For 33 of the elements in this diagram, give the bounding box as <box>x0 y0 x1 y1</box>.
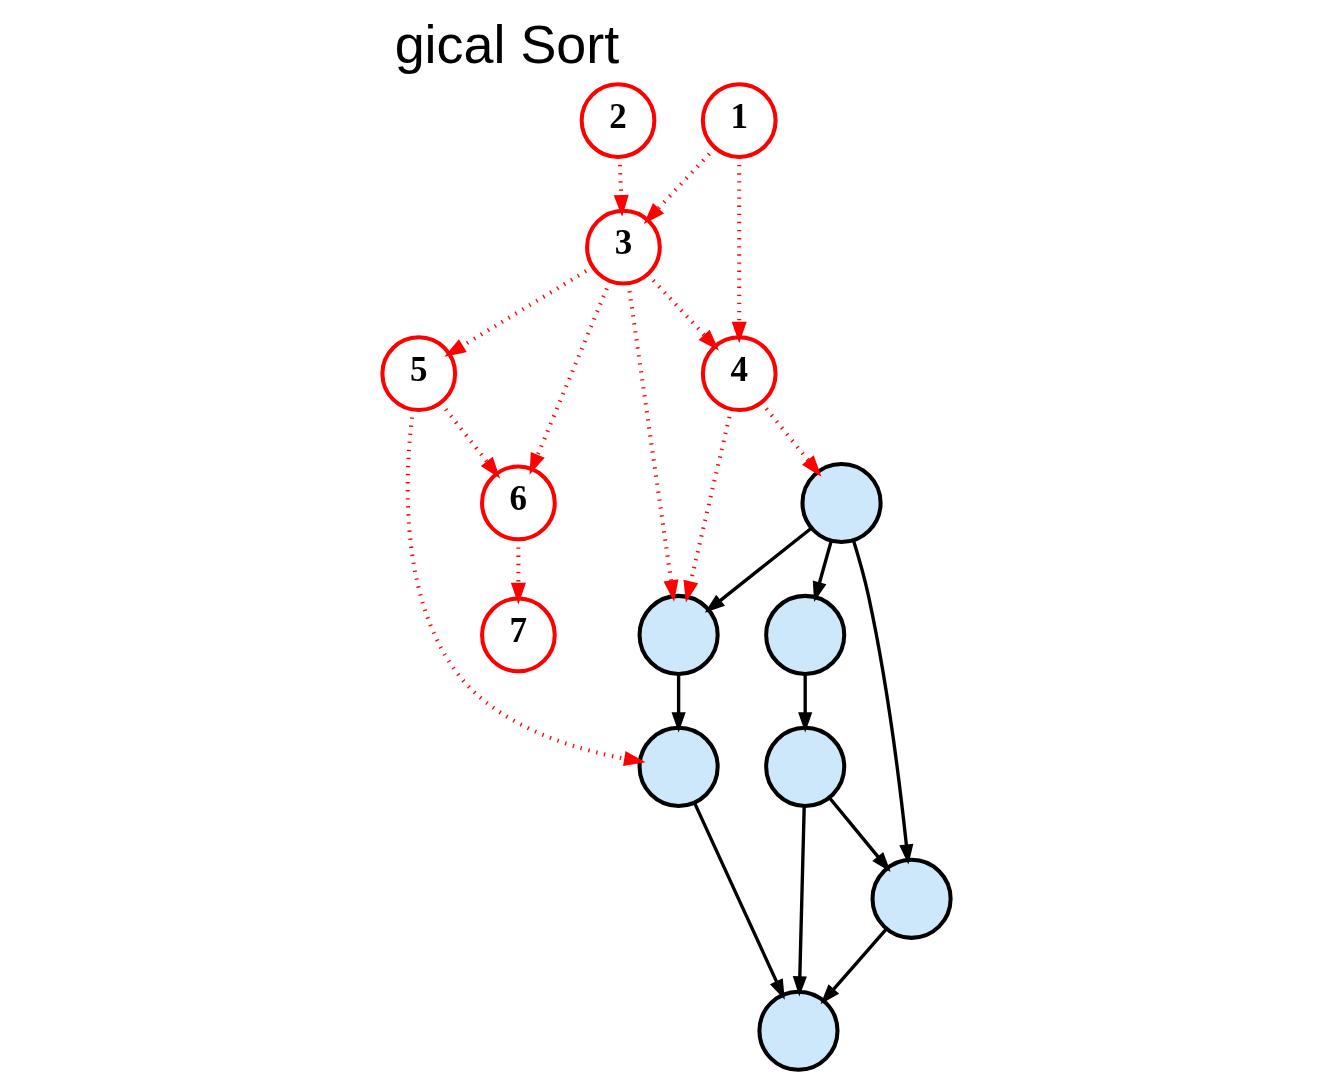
node-circle <box>763 593 846 676</box>
arrow <box>643 146 716 224</box>
arrow <box>671 674 686 733</box>
arrow <box>828 797 891 873</box>
arrow <box>759 401 821 477</box>
node-circle <box>870 857 953 940</box>
node-circle <box>637 593 720 676</box>
arrow <box>646 273 719 351</box>
arrow <box>682 408 733 603</box>
node-circle: 1 <box>700 82 778 159</box>
arrow <box>613 156 629 217</box>
node-circle: 5 <box>379 335 457 413</box>
node-circle <box>800 461 883 544</box>
diagram-title: gical Sort <box>394 13 619 74</box>
node-circle: 6 <box>479 464 557 542</box>
node-circle <box>637 725 720 808</box>
arrow <box>812 540 833 602</box>
arrow <box>405 409 646 766</box>
node-circle: 2 <box>579 82 656 159</box>
arrow <box>820 927 888 1005</box>
arrow <box>731 157 747 344</box>
arrow <box>792 806 807 997</box>
node-circle: 4 <box>700 335 778 413</box>
arrow <box>851 540 913 865</box>
arrow <box>704 527 812 613</box>
arrow <box>438 401 500 479</box>
arrow <box>692 802 785 1000</box>
arrow <box>443 265 594 357</box>
node-circle: 3 <box>584 208 662 286</box>
node-circle <box>763 725 846 808</box>
node-circle: 7 <box>479 596 557 674</box>
node-circle <box>756 989 840 1072</box>
arrow <box>797 674 812 733</box>
